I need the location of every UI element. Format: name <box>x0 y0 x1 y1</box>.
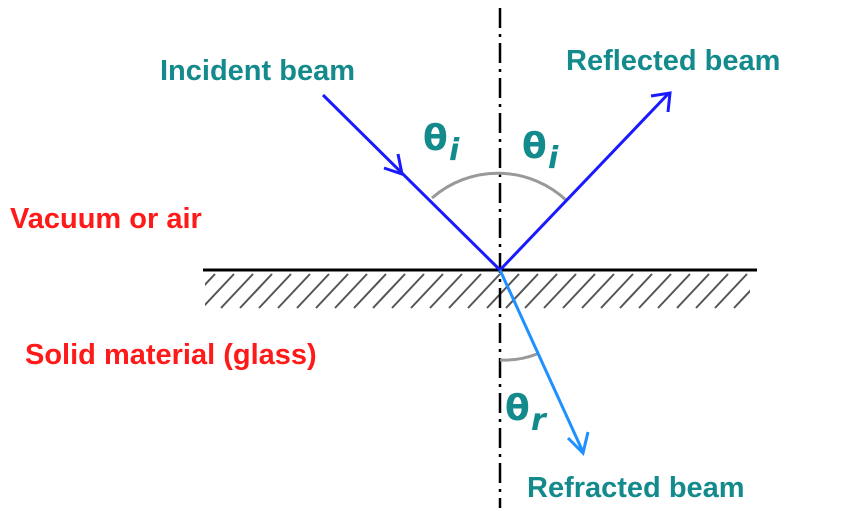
refracted-beam <box>498 269 585 453</box>
refracted-angle-arc <box>499 352 538 362</box>
reflected-beam <box>498 91 671 272</box>
hatch-stroke <box>619 273 653 309</box>
solid-hatching <box>205 273 785 309</box>
incident-beam <box>321 93 502 272</box>
hatch-stroke <box>733 289 750 309</box>
incident-angle-arc <box>431 171 569 203</box>
hatch-stroke <box>467 273 501 309</box>
reflected-theta-symbol: θ <box>522 126 547 167</box>
hatch-stroke <box>239 273 273 309</box>
hatch-stroke <box>524 273 558 309</box>
hatch-stroke <box>543 273 577 309</box>
hatch-stroke <box>372 273 406 309</box>
reflected-beam-label: Reflected beam <box>566 45 780 77</box>
refracted-arrow-head <box>566 431 590 456</box>
hatch-stroke <box>600 273 634 309</box>
reflected-angle-label: θ i <box>522 126 559 176</box>
hatch-stroke <box>505 273 539 309</box>
hatch-stroke <box>296 273 330 309</box>
hatch-stroke <box>205 273 235 307</box>
reflected-theta-subscript: i <box>548 141 559 176</box>
upper-medium-label: Vacuum or air <box>10 203 202 235</box>
hatch-stroke <box>581 273 615 309</box>
hatch-stroke <box>277 273 311 309</box>
hatch-stroke <box>391 273 425 309</box>
hatch-stroke <box>205 273 216 287</box>
incident-theta-subscript: i <box>449 133 460 168</box>
reflected-arrow-head <box>650 91 672 113</box>
hatch-stroke <box>429 273 463 309</box>
refracted-angle-label: θ r <box>505 388 548 438</box>
hatch-stroke <box>695 273 729 309</box>
refracted-beam-label: Refracted beam <box>527 472 745 504</box>
incident-theta-symbol: θ <box>423 118 448 159</box>
lower-medium-label: Solid material (glass) <box>25 339 317 371</box>
hatch-stroke <box>258 273 292 309</box>
hatch-stroke <box>562 273 596 309</box>
hatch-stroke <box>220 273 254 309</box>
refracted-theta-symbol: θ <box>505 388 530 429</box>
hatch-stroke <box>676 273 710 309</box>
hatch-stroke <box>448 273 482 309</box>
incident-arrow-head <box>383 153 404 177</box>
hatch-stroke <box>753 274 785 308</box>
hatch-stroke <box>315 273 349 309</box>
hatch-stroke <box>486 273 520 309</box>
refracted-theta-subscript: r <box>531 403 548 438</box>
hatch-stroke <box>714 273 748 309</box>
hatch-stroke <box>657 273 691 309</box>
incident-beam-label: Incident beam <box>160 55 355 87</box>
hatch-stroke <box>334 273 368 309</box>
hatch-stroke <box>410 273 444 309</box>
hatch-stroke <box>638 273 672 309</box>
hatch-stroke <box>353 273 387 309</box>
incident-angle-label: θ i <box>423 118 460 168</box>
